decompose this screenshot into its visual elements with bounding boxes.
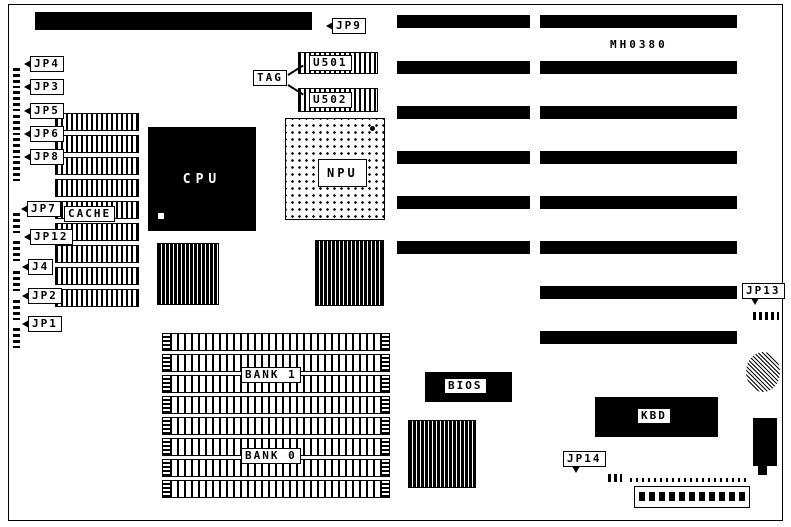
- simm-row: [162, 354, 390, 372]
- jp1-label: JP1: [22, 316, 62, 332]
- power-connector: [634, 486, 750, 508]
- jp3-label: JP3: [24, 79, 64, 95]
- jp7-label: JP7: [21, 201, 61, 217]
- u501-label: U501: [309, 55, 352, 71]
- isa-slot: [540, 331, 737, 344]
- jp9-label: JP9: [326, 18, 366, 34]
- jp8-label: JP8: [24, 149, 64, 165]
- simm-row: [162, 417, 390, 435]
- cache-dip-row: [55, 289, 139, 307]
- jp14-label: JP14: [563, 451, 606, 473]
- jp6-pins: [13, 138, 20, 158]
- isa-slot: [540, 196, 737, 209]
- jp7-pins: [13, 213, 20, 233]
- jp5-label: JP5: [24, 103, 64, 119]
- isa-slot: [540, 286, 737, 299]
- isa-slot: [397, 196, 530, 209]
- isa-slot: [540, 151, 737, 164]
- jp13-label: JP13: [742, 283, 785, 305]
- simm-row: [162, 480, 390, 498]
- isa-slot: [397, 106, 530, 119]
- cache-dip-row: [55, 113, 139, 131]
- jp12-label: JP12: [24, 229, 73, 245]
- isa-slot: [540, 241, 737, 254]
- plcc-chip-right: [315, 240, 384, 306]
- cache-dip-row: [55, 157, 139, 175]
- bank0-label: BANK 0: [241, 448, 301, 464]
- isa-slot: [397, 15, 530, 28]
- j4-pins: [13, 271, 20, 291]
- bank1-label: BANK 1: [241, 367, 301, 383]
- simm-row: [162, 396, 390, 414]
- cache-dip-row: [55, 135, 139, 153]
- jp6-label: JP6: [24, 126, 64, 142]
- jp2-pins: [13, 300, 20, 320]
- din-connector-tab: [758, 466, 767, 475]
- npu-pin1-dot: [370, 126, 375, 131]
- plcc-chip-bottom: [408, 420, 476, 488]
- solder-tick-row: [630, 478, 748, 482]
- jp8-pins: [13, 161, 20, 181]
- npu-socket: NPU: [285, 118, 385, 220]
- jp1-pins: [13, 328, 20, 348]
- isa-slot: [397, 151, 530, 164]
- isa-slot: [397, 241, 530, 254]
- jp2-label: JP2: [22, 288, 62, 304]
- bios-label: BIOS: [444, 378, 487, 394]
- jp13-pins: [753, 312, 779, 320]
- tag-label: TAG: [253, 70, 287, 86]
- plcc-chip-left: [157, 243, 219, 305]
- isa-slot: [540, 106, 737, 119]
- jp4-pins: [13, 68, 20, 88]
- kbd-label: KBD: [637, 408, 671, 424]
- u502-label: U502: [309, 92, 352, 108]
- isa-slot: [397, 61, 530, 74]
- cache-label: CACHE: [64, 206, 116, 222]
- jp3-pins: [13, 91, 20, 111]
- board-outline: [8, 4, 783, 521]
- jp14-pins: [608, 474, 622, 482]
- simm-row: [162, 333, 390, 351]
- cpu-label: CPU: [182, 171, 222, 187]
- cpu-chip: CPU: [148, 127, 256, 231]
- power-connector-pins: [639, 492, 745, 501]
- cpu-pin1-dot: [158, 213, 164, 219]
- jp4-label: JP4: [24, 56, 64, 72]
- part-number-text: MH0380: [610, 38, 668, 51]
- top-edge-connector: [35, 12, 312, 30]
- cache-dip-row: [55, 245, 139, 263]
- isa-slot: [540, 61, 737, 74]
- din-connector-face: [746, 352, 780, 392]
- jp12-pins: [13, 241, 20, 261]
- cache-dip-row: [55, 267, 139, 285]
- jp5-pins: [13, 115, 20, 135]
- isa-slot: [540, 15, 737, 28]
- cache-dip-row: [55, 179, 139, 197]
- din-connector-body: [753, 418, 777, 466]
- npu-label: NPU: [318, 159, 367, 187]
- j4-label: J4: [21, 259, 54, 275]
